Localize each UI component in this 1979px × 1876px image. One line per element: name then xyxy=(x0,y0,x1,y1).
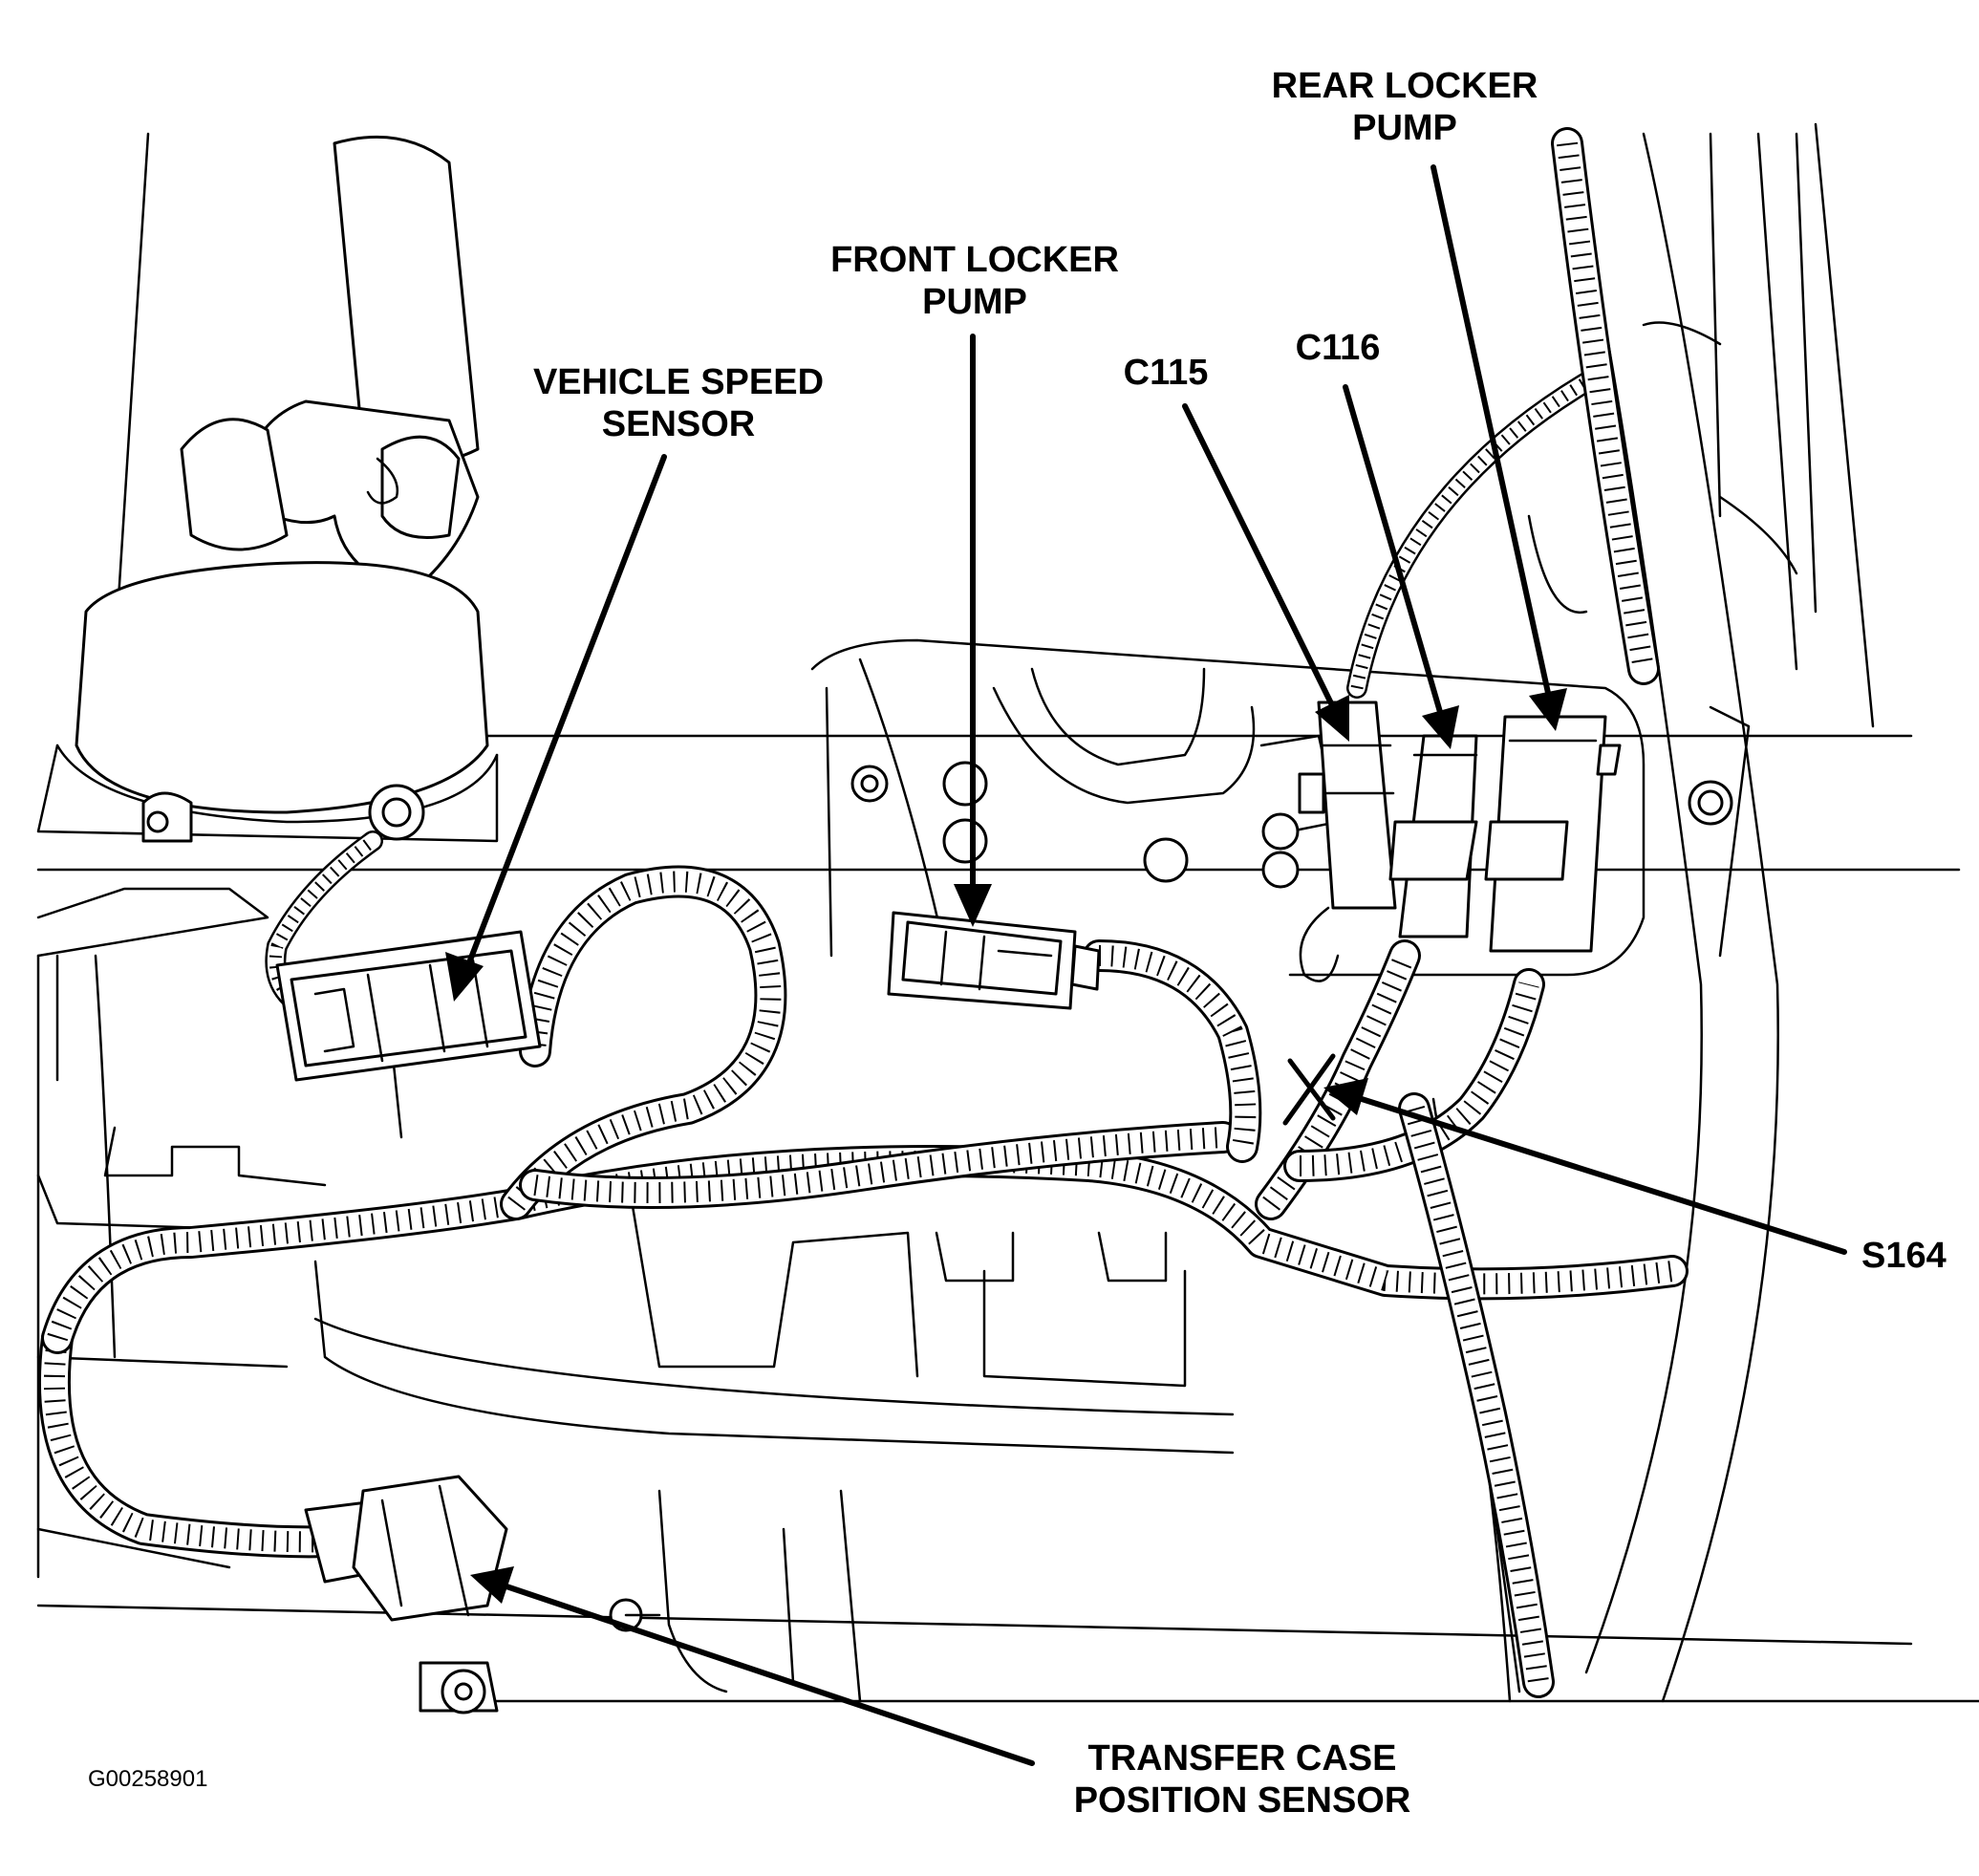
c116-connector xyxy=(1388,734,1478,938)
leader-lines xyxy=(445,164,1847,1766)
rear-locker-pump-leader xyxy=(1430,164,1551,696)
c115-leader xyxy=(1182,403,1336,710)
s164-leader xyxy=(1359,1096,1847,1255)
c116-label-text: C116 xyxy=(1295,328,1381,368)
transfer-case-position-sensor-label: TRANSFER CASE POSITION SENSOR xyxy=(1042,1737,1443,1822)
c115-connector xyxy=(1298,701,1397,910)
vehicle-speed-sensor-connector xyxy=(275,930,542,1082)
front-locker-pump-label: FRONT LOCKER PUMP xyxy=(784,239,1166,323)
vehicle-speed-sensor-label: VEHICLE SPEED SENSOR xyxy=(487,361,870,445)
c116-leader xyxy=(1343,384,1443,715)
front-locker-pump-label-line-1: FRONT LOCKER xyxy=(830,240,1119,280)
s164-label: S164 xyxy=(1861,1235,1967,1277)
front-locker-pump-label-line-2: PUMP xyxy=(922,282,1027,322)
c116-label: C116 xyxy=(1280,327,1395,369)
background-structure xyxy=(36,122,1979,1714)
transfer-case-position-sensor-arrowhead xyxy=(470,1566,514,1604)
vehicle-speed-sensor-label-line-2: SENSOR xyxy=(601,404,756,444)
vehicle-speed-sensor-label-line-1: VEHICLE SPEED xyxy=(532,362,825,402)
c115-arrowhead xyxy=(1315,695,1349,742)
c115-label-text: C115 xyxy=(1123,353,1209,393)
transfer-case-position-sensor-leader xyxy=(504,1584,1035,1766)
vehicle-speed-sensor-arrowhead xyxy=(445,952,484,1002)
c116-arrowhead xyxy=(1422,705,1459,749)
front-locker-pump-connector xyxy=(887,911,1101,1010)
rear-locker-pump-arrowhead xyxy=(1529,688,1567,731)
rear-locker-pump-label-line-2: PUMP xyxy=(1352,108,1457,148)
transfer-case-position-sensor-label-line-1: TRANSFER CASE xyxy=(1087,1738,1397,1779)
s164-label-text: S164 xyxy=(1861,1236,1947,1276)
wiring-harness xyxy=(37,127,1689,1698)
s164-splice-mark xyxy=(1282,1053,1336,1126)
transfer-case-position-sensor-label-line-2: POSITION SENSOR xyxy=(1073,1780,1411,1821)
rear-locker-pump-label-line-1: REAR LOCKER xyxy=(1271,66,1538,106)
rear-locker-pump-connector xyxy=(1484,715,1622,953)
front-locker-pump-arrowhead xyxy=(954,884,992,927)
s164-arrowhead xyxy=(1323,1078,1368,1115)
transfer-case-position-sensor xyxy=(304,1475,508,1622)
rear-locker-pump-label: REAR LOCKER PUMP xyxy=(1214,65,1596,149)
c115-label: C115 xyxy=(1108,352,1223,394)
vehicle-speed-sensor-leader xyxy=(465,454,667,968)
figure-id: G00258901 xyxy=(88,1766,208,1792)
